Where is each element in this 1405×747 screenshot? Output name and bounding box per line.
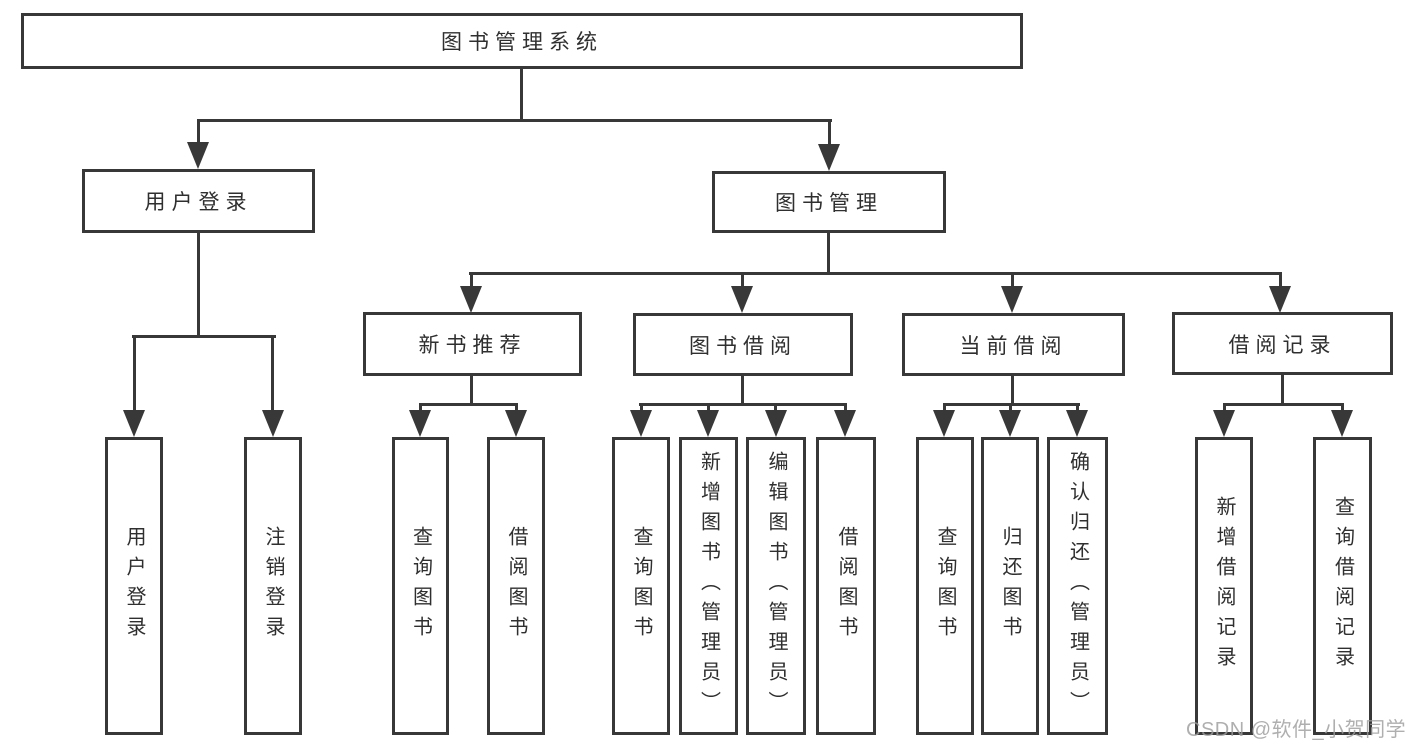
node-cb-confirm-return-label: 确认归还（管理员） bbox=[1066, 451, 1089, 721]
node-bb-query-book-label: 查询图书 bbox=[630, 526, 652, 646]
connector-line bbox=[1223, 403, 1344, 406]
node-user-login: 用户登录 bbox=[82, 169, 315, 233]
connector-arrow bbox=[187, 142, 209, 169]
connector-line bbox=[1009, 403, 1012, 413]
node-root-label: 图书管理系统 bbox=[441, 31, 603, 54]
node-user-login-label: 用户登录 bbox=[144, 191, 253, 214]
node-book-management-label: 图书管理 bbox=[775, 192, 883, 215]
node-bb-add-book-label: 新增图书（管理员） bbox=[697, 451, 720, 721]
node-book-management: 图书管理 bbox=[712, 171, 946, 233]
connector-arrow bbox=[818, 144, 840, 171]
connector-line bbox=[1011, 376, 1014, 405]
node-new-book-recommend: 新书推荐 bbox=[363, 312, 582, 376]
node-bb-query-book: 查询图书 bbox=[612, 437, 670, 735]
node-cb-query-book: 查询图书 bbox=[916, 437, 974, 735]
node-new-book-recommend-label: 新书推荐 bbox=[418, 334, 527, 357]
node-bb-edit-book: 编辑图书（管理员） bbox=[746, 437, 806, 735]
node-br-add-record: 新增借阅记录 bbox=[1195, 437, 1253, 735]
connector-line bbox=[1341, 403, 1344, 413]
node-login-label: 用户登录 bbox=[123, 526, 145, 646]
connector-line bbox=[639, 403, 847, 406]
node-cb-confirm-return: 确认归还（管理员） bbox=[1047, 437, 1108, 735]
connector-arrow bbox=[1066, 410, 1088, 437]
connector-line bbox=[132, 335, 276, 338]
connector-line bbox=[197, 233, 200, 337]
node-nb-query-book-label: 查询图书 bbox=[409, 526, 432, 646]
connector-arrow bbox=[409, 410, 431, 437]
connector-line bbox=[741, 376, 744, 405]
connector-arrow bbox=[262, 410, 284, 437]
connector-arrow bbox=[697, 410, 719, 437]
connector-line bbox=[1279, 272, 1282, 290]
connector-line bbox=[469, 272, 1282, 275]
node-logout-label: 注销登录 bbox=[262, 526, 284, 646]
connector-line bbox=[470, 376, 473, 405]
node-login: 用户登录 bbox=[105, 437, 163, 735]
connector-line bbox=[774, 403, 777, 413]
node-nb-query-book: 查询图书 bbox=[392, 437, 449, 735]
connector-line bbox=[640, 403, 643, 413]
node-book-borrow: 图书借阅 bbox=[633, 313, 853, 376]
connector-line bbox=[1223, 403, 1226, 413]
connector-line bbox=[419, 403, 518, 406]
connector-arrow bbox=[765, 410, 787, 437]
connector-line bbox=[827, 233, 830, 274]
connector-arrow bbox=[505, 410, 527, 437]
connector-line bbox=[515, 403, 518, 413]
node-bb-borrow-book-label: 借阅图书 bbox=[835, 526, 857, 646]
connector-arrow bbox=[630, 410, 652, 437]
node-br-query-record: 查询借阅记录 bbox=[1313, 437, 1372, 735]
node-logout: 注销登录 bbox=[244, 437, 302, 735]
connector-arrow bbox=[1213, 410, 1235, 437]
node-bb-edit-book-label: 编辑图书（管理员） bbox=[765, 451, 787, 721]
node-nb-borrow-book-label: 借阅图书 bbox=[505, 526, 527, 646]
node-bb-borrow-book: 借阅图书 bbox=[816, 437, 876, 735]
node-book-borrow-label: 图书借阅 bbox=[689, 334, 797, 358]
connector-arrow bbox=[1001, 286, 1023, 313]
connector-arrow bbox=[460, 286, 482, 313]
connector-line bbox=[470, 272, 473, 290]
connector-line bbox=[133, 335, 136, 413]
node-borrow-records: 借阅记录 bbox=[1172, 312, 1393, 375]
connector-line bbox=[271, 335, 274, 413]
connector-arrow bbox=[933, 410, 955, 437]
node-br-query-record-label: 查询借阅记录 bbox=[1331, 496, 1354, 676]
node-cb-return-book: 归还图书 bbox=[981, 437, 1039, 735]
connector-arrow bbox=[123, 410, 145, 437]
connector-line bbox=[1281, 375, 1284, 405]
node-borrow-records-label: 借阅记录 bbox=[1228, 333, 1337, 357]
connector-line bbox=[419, 403, 422, 413]
node-root: 图书管理系统 bbox=[21, 13, 1023, 69]
connector-arrow bbox=[1331, 410, 1353, 437]
csdn-watermark: CSDN @软件_小贺同学 bbox=[1186, 719, 1405, 741]
node-cb-query-book-label: 查询图书 bbox=[934, 526, 956, 646]
connector-line bbox=[1011, 272, 1014, 290]
connector-line bbox=[197, 119, 200, 147]
connector-arrow bbox=[1269, 286, 1291, 313]
node-br-add-record-label: 新增借阅记录 bbox=[1213, 496, 1235, 676]
connector-line bbox=[197, 119, 832, 122]
node-bb-add-book: 新增图书（管理员） bbox=[679, 437, 738, 735]
node-nb-borrow-book: 借阅图书 bbox=[487, 437, 545, 735]
connector-line bbox=[844, 403, 847, 413]
connector-line bbox=[707, 403, 710, 413]
connector-arrow bbox=[999, 410, 1021, 437]
connector-line bbox=[520, 69, 523, 122]
connector-line bbox=[741, 272, 744, 290]
connector-arrow bbox=[834, 410, 856, 437]
connector-line bbox=[1076, 403, 1079, 413]
node-current-borrow-label: 当前借阅 bbox=[959, 334, 1068, 358]
connector-arrow bbox=[731, 286, 753, 313]
connector-line bbox=[943, 403, 946, 413]
node-current-borrow: 当前借阅 bbox=[902, 313, 1125, 376]
node-cb-return-book-label: 归还图书 bbox=[999, 526, 1021, 646]
connector-line bbox=[828, 119, 831, 149]
